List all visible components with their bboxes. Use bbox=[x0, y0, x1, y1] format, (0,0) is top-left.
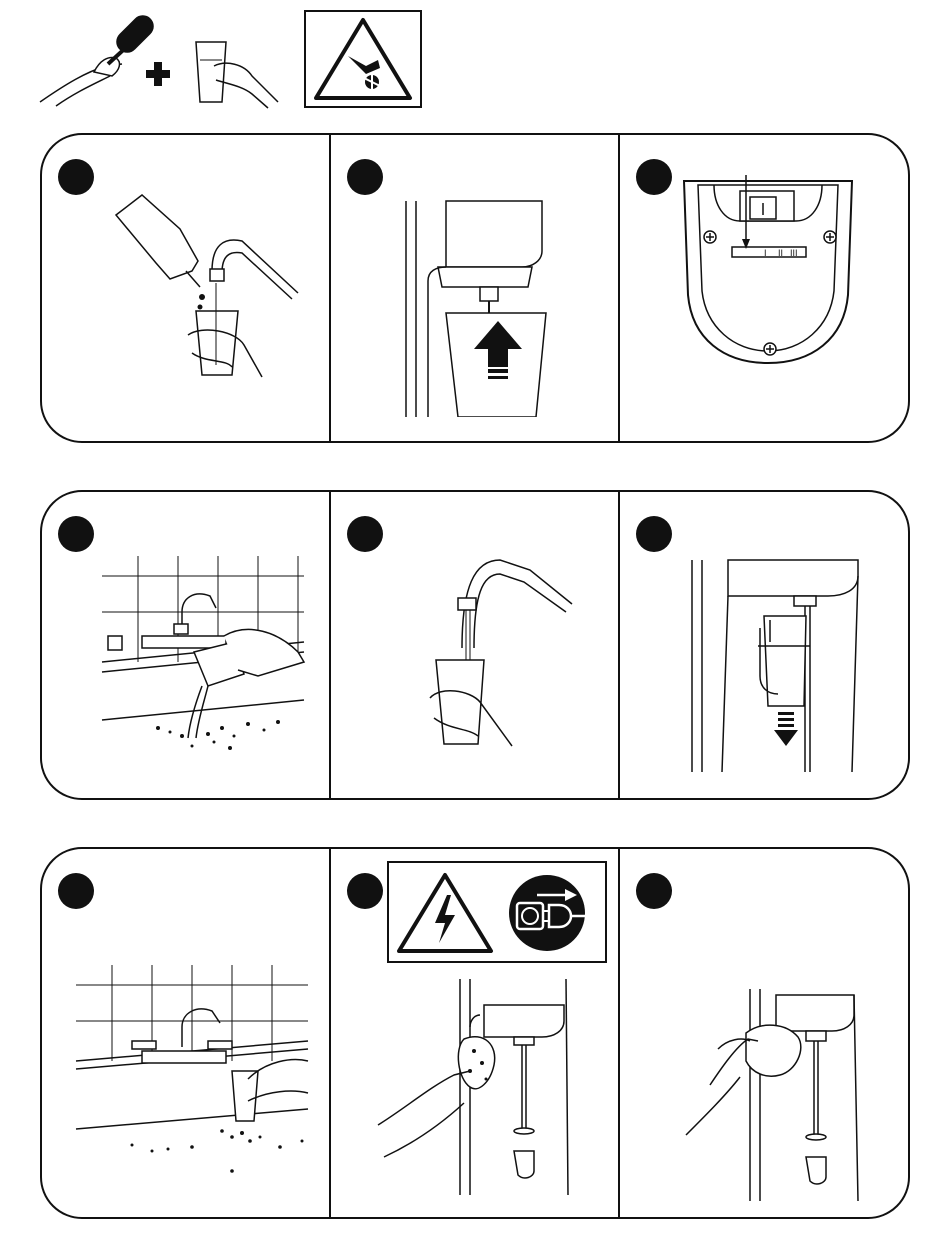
empty-cup-illustration bbox=[98, 552, 318, 762]
step-badge bbox=[58, 873, 94, 909]
pour-detergent-illustration bbox=[102, 175, 322, 415]
wipe-mixer-illustration bbox=[374, 975, 614, 1195]
instruction-row-2 bbox=[40, 490, 910, 800]
svg-text:II: II bbox=[778, 248, 783, 258]
rotating-blade-warning-icon bbox=[304, 10, 422, 108]
instruction-row-1: I II III bbox=[40, 133, 910, 443]
rinse-cup-illustration bbox=[420, 548, 600, 758]
header-icons bbox=[36, 6, 436, 110]
step-badge bbox=[347, 873, 383, 909]
speed-switch-illustration: I II III bbox=[678, 175, 858, 375]
step-badge bbox=[636, 159, 672, 195]
warning-box bbox=[387, 861, 607, 963]
step-badge bbox=[347, 516, 383, 552]
step-badge bbox=[636, 873, 672, 909]
electric-shock-warning-icon bbox=[393, 869, 497, 957]
raise-cup-illustration bbox=[402, 191, 582, 417]
empty-rinse-water-illustration bbox=[72, 961, 322, 1191]
water-glass-icon bbox=[186, 36, 286, 110]
svg-text:I: I bbox=[764, 248, 767, 258]
step-badge bbox=[347, 159, 383, 195]
instruction-row-3 bbox=[40, 847, 910, 1219]
unplug-power-cord-icon bbox=[505, 871, 591, 955]
bottle-brush-icon bbox=[36, 6, 166, 110]
step-badge bbox=[58, 159, 94, 195]
plus-icon bbox=[144, 60, 172, 88]
dry-mixer-illustration bbox=[666, 985, 866, 1201]
step-badge bbox=[636, 516, 672, 552]
step-badge bbox=[58, 516, 94, 552]
svg-text:III: III bbox=[790, 248, 798, 258]
lower-cup-illustration bbox=[688, 556, 868, 772]
